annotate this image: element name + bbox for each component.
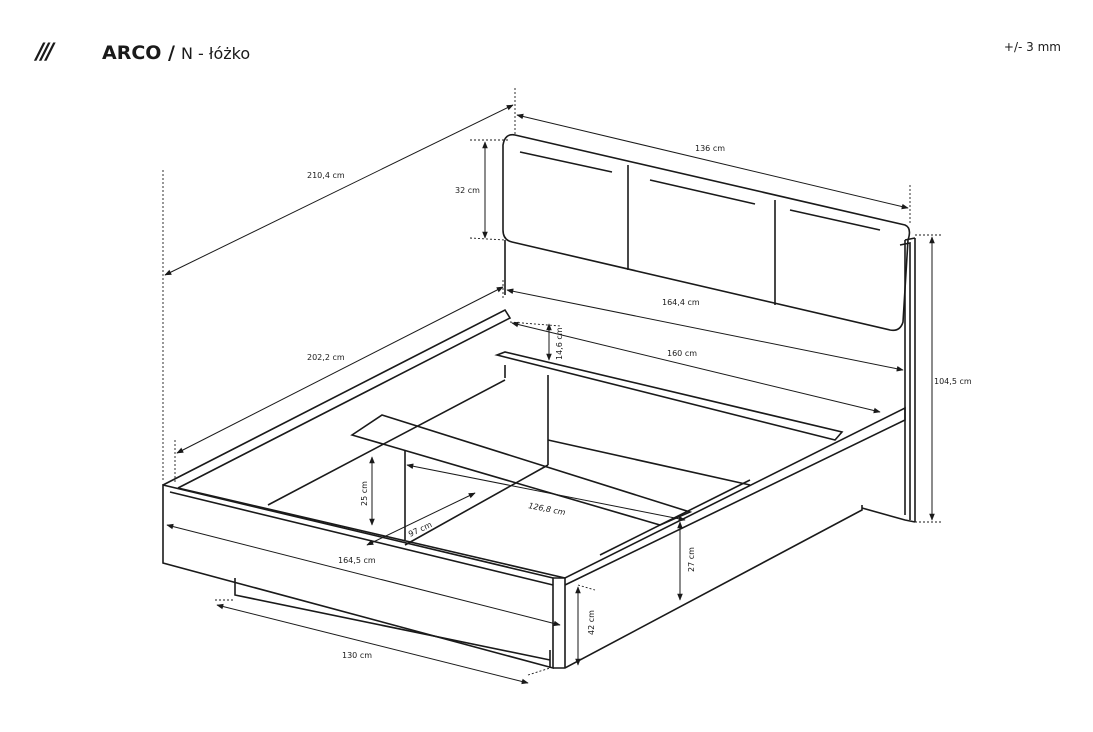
dim-slat-length: 126,8 cm [528, 501, 567, 517]
headboard-cushions [502, 133, 911, 332]
dim-mattress-width: 160 cm [667, 349, 697, 358]
dim-total-height: 104,5 cm [934, 377, 972, 386]
dim-headboard-width: 136 cm [695, 144, 725, 153]
tolerance-note: +/- 3 mm [1003, 40, 1061, 54]
dim-frame-depth: 25 cm [360, 481, 369, 506]
dim-outer-width-back: 164,4 cm [662, 298, 700, 307]
dim-cushion-height: 32 cm [455, 186, 480, 195]
dim-inner-length: 202,2 cm [307, 353, 345, 362]
headboard-board [504, 237, 916, 523]
dim-total-length: 210,4 cm [307, 171, 345, 180]
dim-rail-height: 14,6 cm [555, 327, 564, 360]
dim-outer-width-front: 164,5 cm [338, 556, 376, 565]
product-subtitle: N - łóżko [181, 44, 251, 63]
product-title: ARCO / [102, 42, 175, 64]
bed-frame [162, 308, 906, 670]
brand-logo: /// [36, 40, 54, 65]
dimension-lines [162, 88, 942, 685]
dimension-labels: 210,4 cm 136 cm 32 cm 164,4 cm 14,6 cm 1… [307, 144, 972, 660]
dim-base-width: 130 cm [342, 651, 372, 660]
header: /// ARCO / N - łóżko [36, 40, 250, 65]
dim-front-height: 42 cm [587, 610, 596, 635]
dim-side-height: 27 cm [687, 547, 696, 572]
